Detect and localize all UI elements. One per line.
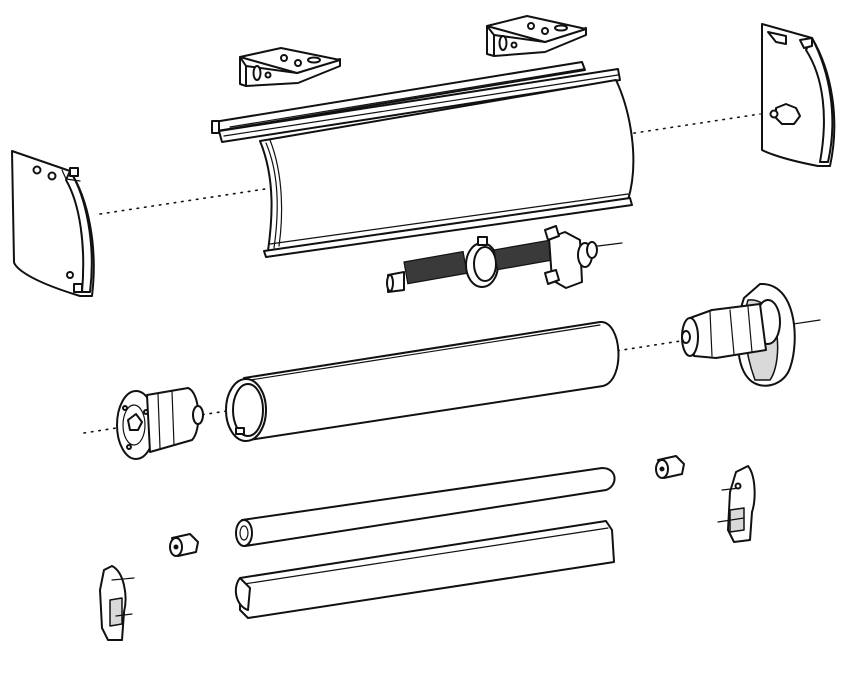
idler-end-plug bbox=[116, 387, 204, 460]
bar-end-plug-right bbox=[655, 455, 685, 479]
bottom-rail-end-cap-left bbox=[99, 565, 135, 641]
roller-tube bbox=[225, 320, 620, 442]
mounting-bracket-left bbox=[239, 47, 341, 87]
bottom-rail bbox=[234, 520, 615, 619]
bar-end-plug-left bbox=[169, 533, 199, 557]
left-end-cap bbox=[11, 150, 95, 297]
spring-axle bbox=[386, 225, 598, 293]
cassette-headrail bbox=[211, 61, 635, 258]
right-end-cap bbox=[761, 23, 836, 167]
mounting-bracket-right bbox=[486, 15, 587, 57]
headrail-axis-line bbox=[99, 113, 761, 215]
bottom-weight-bar bbox=[235, 467, 616, 547]
chain-clutch-drive bbox=[681, 282, 796, 387]
bottom-rail-end-cap-right bbox=[717, 465, 756, 543]
